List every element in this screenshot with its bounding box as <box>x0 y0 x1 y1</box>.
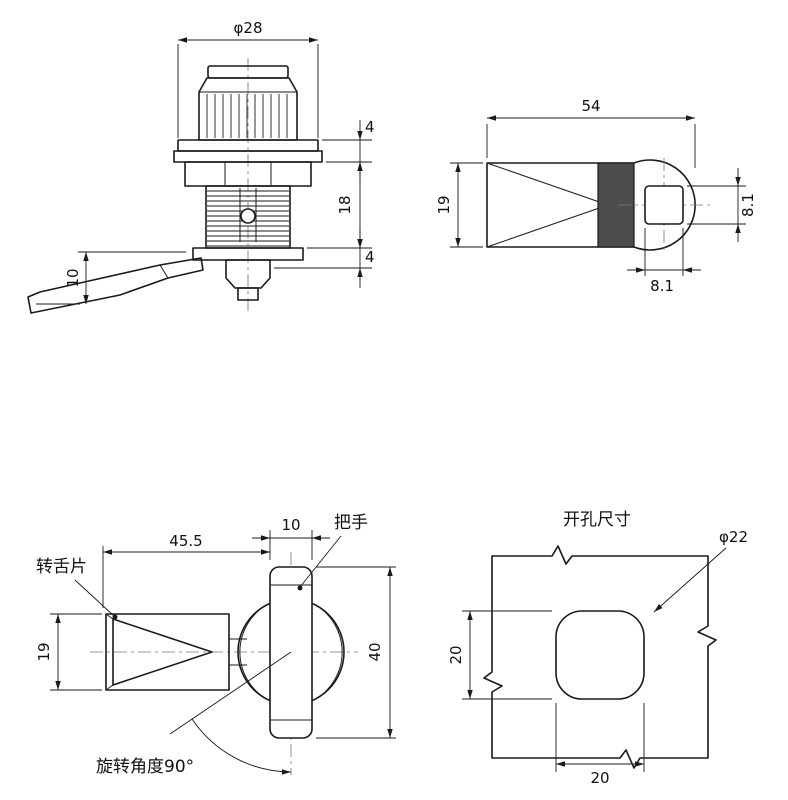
dim-cam-thickness: 4 <box>365 248 375 266</box>
rotation-radius-line <box>169 651 292 735</box>
cam-body <box>486 158 712 252</box>
crescent-arcs <box>239 603 343 701</box>
top-view: 转舌片 把手 45.5 10 19 40 旋转角度90° <box>35 513 396 777</box>
rotation-arc <box>191 718 292 775</box>
leader-tongue <box>74 579 115 617</box>
dim-tongue-length: 45.5 <box>169 532 202 550</box>
tongue-bevel-triangle <box>112 618 213 686</box>
cam-lever <box>27 257 204 314</box>
extension-lines-cutout <box>462 610 645 772</box>
front-view: φ28 4 18 4 10 <box>27 19 375 314</box>
dim-cam-height: 19 <box>435 195 453 214</box>
dim-knob-diameter: φ28 <box>234 19 263 37</box>
wing-detail-lines <box>270 584 312 721</box>
dim-body-length: 18 <box>336 195 354 214</box>
panel-outline-with-breaks <box>483 545 717 769</box>
leader-hole-diameter <box>653 547 727 613</box>
leader-tongue-dot <box>112 614 118 620</box>
dim-cutout-height: 20 <box>447 645 465 664</box>
bottom-nut <box>225 259 271 289</box>
dim-hole-width: 8.1 <box>650 277 674 295</box>
label-tongue: 转舌片 <box>36 557 87 577</box>
tongue-chamfers <box>105 613 114 691</box>
dim-hole-diameter: φ22 <box>719 528 748 546</box>
dim-hole-height: 8.1 <box>739 193 757 217</box>
cam-lever-bend-line <box>159 264 169 279</box>
shaft-tip <box>237 287 259 301</box>
label-handle: 把手 <box>334 513 368 533</box>
lock-body <box>27 65 323 314</box>
extension-lines-top <box>50 530 396 739</box>
extension-lines-front <box>36 44 372 305</box>
side-dimensions: 54 19 8.1 8.1 <box>435 97 757 295</box>
tongue-and-handle <box>105 566 345 739</box>
extension-lines-side <box>450 124 746 276</box>
leader-handle-dot <box>297 585 303 591</box>
dim-lever-drop: 10 <box>64 268 82 287</box>
dim-tongue-width: 19 <box>35 642 53 661</box>
leader-handle <box>299 535 342 588</box>
side-view: 54 19 8.1 8.1 <box>435 97 757 295</box>
spring-housing <box>239 188 257 242</box>
neck-lines <box>229 638 247 666</box>
cutout-view: 开孔尺寸 φ22 20 20 <box>447 510 748 787</box>
cam-hole-centerlines <box>618 158 712 252</box>
dim-flange-thickness: 4 <box>365 118 375 136</box>
detent-ball <box>240 208 256 224</box>
cam-outline <box>486 159 696 251</box>
mounting-hole <box>555 610 645 700</box>
cam-bevel-lines <box>486 162 609 248</box>
dim-handle-width: 10 <box>281 516 300 534</box>
square-drive-hole <box>644 185 684 225</box>
knurl-hatching <box>199 91 297 138</box>
hex-nut-facets <box>224 162 272 186</box>
top-annotations: 转舌片 把手 45.5 10 19 40 旋转角度90° <box>35 513 396 777</box>
front-dimensions: φ28 4 18 4 10 <box>36 19 375 305</box>
label-rotation: 旋转角度90° <box>96 757 194 777</box>
dim-cam-length: 54 <box>581 97 600 115</box>
cutout-dimensions: φ22 20 20 <box>447 528 748 787</box>
tongue-outline <box>105 613 230 691</box>
dim-cutout-width: 20 <box>590 769 609 787</box>
dim-handle-length: 40 <box>366 642 384 661</box>
cutout-title: 开孔尺寸 <box>563 510 631 530</box>
